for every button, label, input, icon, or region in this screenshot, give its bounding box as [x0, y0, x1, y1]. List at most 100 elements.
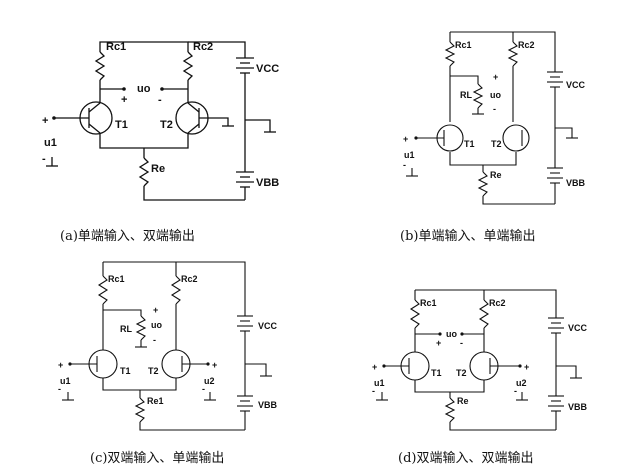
label-rc1: Rc1 — [420, 298, 437, 308]
terminal-dot — [438, 332, 442, 336]
vcc-wire-top — [188, 41, 246, 58]
label-t2: T2 — [160, 119, 173, 131]
label-u1: u1 — [374, 378, 385, 388]
wire — [187, 102, 200, 113]
label-re1: Re1 — [147, 396, 164, 406]
label-rc1: Rc1 — [455, 40, 472, 50]
panel-b: Rc1 Rc2 RL + uo - VCC VBB T1 T2 Re + u1 … — [400, 31, 586, 244]
terminal-dot — [382, 364, 386, 368]
top-rail — [415, 289, 557, 318]
label-re: Re — [490, 170, 502, 180]
label-input2-plus: + — [524, 362, 529, 372]
panel-d: Rc1 Rc2 uo + - VCC VBB T1 T2 Re + u1 - +… — [372, 289, 588, 466]
rc1-resistor — [97, 275, 109, 305]
wire — [187, 123, 200, 134]
label-vbb: VBB — [568, 402, 588, 412]
label-minus: - — [158, 94, 162, 106]
label-t2: T2 — [148, 366, 159, 376]
emitter-bus — [449, 152, 517, 166]
label-input2-minus: - — [202, 384, 205, 394]
rc2-resistor — [182, 51, 194, 81]
label-vcc: VCC — [568, 323, 588, 333]
label-input-minus: - — [403, 160, 406, 170]
label-rc2: Rc2 — [181, 274, 198, 284]
terminal-dot — [206, 362, 210, 366]
label-vcc: VCC — [258, 321, 278, 331]
re-resistor — [477, 171, 489, 197]
rc2-resistor — [478, 299, 490, 329]
re-wire — [482, 196, 555, 205]
ground-wire — [245, 363, 267, 376]
label-rc1: Rc1 — [106, 41, 126, 53]
label-re: Re — [457, 396, 469, 406]
terminal-dot — [52, 116, 56, 120]
label-input-plus: + — [42, 115, 48, 127]
label-minus: - — [153, 335, 156, 345]
emitter-bus — [414, 380, 485, 393]
label-plus: + — [493, 72, 498, 82]
label-input-minus: - — [58, 384, 61, 394]
label-vcc: VCC — [256, 63, 279, 75]
re-resistor — [138, 157, 150, 187]
label-uo: uo — [151, 320, 162, 330]
ground-wire — [245, 119, 271, 132]
label-u1: u1 — [44, 137, 57, 149]
transistor-t2 — [502, 124, 530, 152]
label-vbb: VBB — [256, 177, 279, 189]
wire — [88, 102, 101, 113]
label-plus: + — [121, 94, 127, 106]
label-input-plus: + — [58, 360, 63, 370]
caption-a: (a)单端输入、双端输出 — [60, 228, 195, 244]
rc1-resistor — [444, 41, 456, 67]
label-input2-minus: - — [514, 386, 517, 396]
panel-a: Rc1 Rc2 uo + - VCC VBB T1 T2 Re + u1 - (… — [42, 41, 279, 244]
label-u1: u1 — [60, 376, 71, 386]
rl-resistor — [472, 83, 484, 109]
label-rc2: Rc2 — [193, 41, 213, 53]
label-input-plus: + — [403, 134, 408, 144]
caption-b: (b)单端输入、单端输出 — [400, 228, 535, 244]
emitter-bus — [99, 133, 189, 149]
top-rail — [103, 261, 246, 316]
top-rail — [99, 41, 189, 52]
label-t1: T1 — [464, 139, 475, 149]
rc2-resistor — [507, 41, 519, 67]
terminal-dot — [414, 136, 418, 140]
label-t1: T1 — [115, 119, 128, 131]
label-uo: uo — [490, 90, 501, 100]
emitter-bus — [102, 378, 177, 391]
top-rail — [450, 31, 556, 72]
label-vbb: VBB — [258, 400, 278, 410]
rc1-resistor — [409, 299, 421, 329]
t2-base-ground — [199, 117, 229, 126]
label-minus: - — [460, 338, 463, 348]
caption-d: (d)双端输入、双端输出 — [398, 450, 533, 466]
label-vbb: VBB — [566, 178, 586, 188]
label-u2: u2 — [516, 378, 527, 388]
label-rc1: Rc1 — [108, 274, 125, 284]
rl-wire — [450, 75, 479, 84]
label-input2-plus: + — [212, 360, 217, 370]
terminal-dot — [460, 332, 464, 336]
re-wire — [143, 186, 245, 201]
terminal-dot — [160, 87, 164, 91]
label-plus: + — [153, 305, 158, 315]
caption-c: (c)双端输入、单端输出 — [90, 450, 224, 466]
wire — [88, 123, 101, 134]
label-input-minus: - — [42, 153, 46, 165]
label-t2: T2 — [456, 368, 467, 378]
rc1-resistor — [94, 51, 106, 81]
ground-wire — [555, 127, 573, 138]
terminal-dot — [122, 87, 126, 91]
label-t1: T1 — [120, 366, 131, 376]
rl-wire — [103, 309, 142, 316]
label-t2: T2 — [491, 139, 502, 149]
label-rl: RL — [460, 90, 472, 100]
rc2-resistor — [170, 275, 182, 305]
label-input-minus: - — [372, 386, 375, 396]
terminal-dot — [518, 364, 522, 368]
label-t1: T1 — [431, 368, 442, 378]
label-plus: + — [436, 338, 441, 348]
panel-c: Rc1 Rc2 RL + uo - VCC VBB T1 T2 Re1 + u1… — [58, 261, 278, 466]
